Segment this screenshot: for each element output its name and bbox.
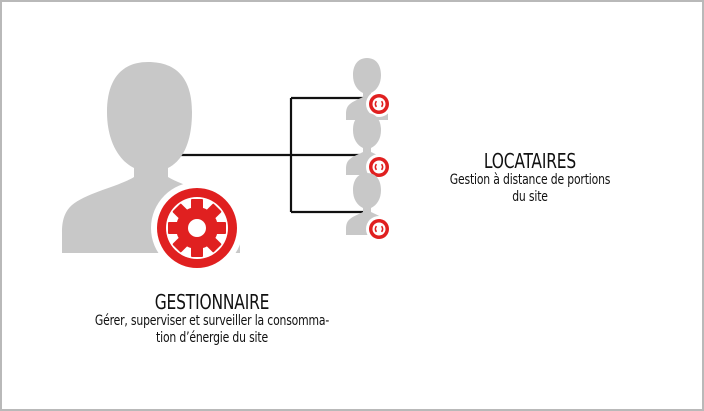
manager-description-line-2: tion d’énergie du site [156, 330, 268, 346]
manager-gear-badge [151, 182, 243, 274]
tenant-avatar-1 [346, 58, 392, 120]
manager-description-line-1: Gérer, superviser et surveiller la conso… [94, 313, 330, 329]
tenants-description-line-1: Gestion à distance de portions [449, 172, 611, 188]
tenant-power-badge [366, 154, 392, 180]
tenant-avatar-2 [346, 113, 392, 180]
power-icon [374, 163, 384, 171]
power-icon [374, 225, 384, 233]
tenant-power-badge [366, 216, 392, 242]
gear-icon [168, 199, 226, 257]
manager-label: GESTIONNAIRE Gérer, superviser et survei… [12, 291, 412, 347]
tenant-power-badge [366, 91, 392, 117]
power-icon [374, 100, 384, 108]
tenants-description-line-2: du site [512, 189, 548, 205]
tenants-label: LOCATAIRES Gestion à distance de portion… [410, 150, 650, 206]
connector-lines [180, 96, 365, 214]
tenants-title: LOCATAIRES [483, 149, 577, 173]
manager-title: GESTIONNAIRE [154, 290, 270, 314]
tenant-avatar-3 [346, 173, 392, 242]
